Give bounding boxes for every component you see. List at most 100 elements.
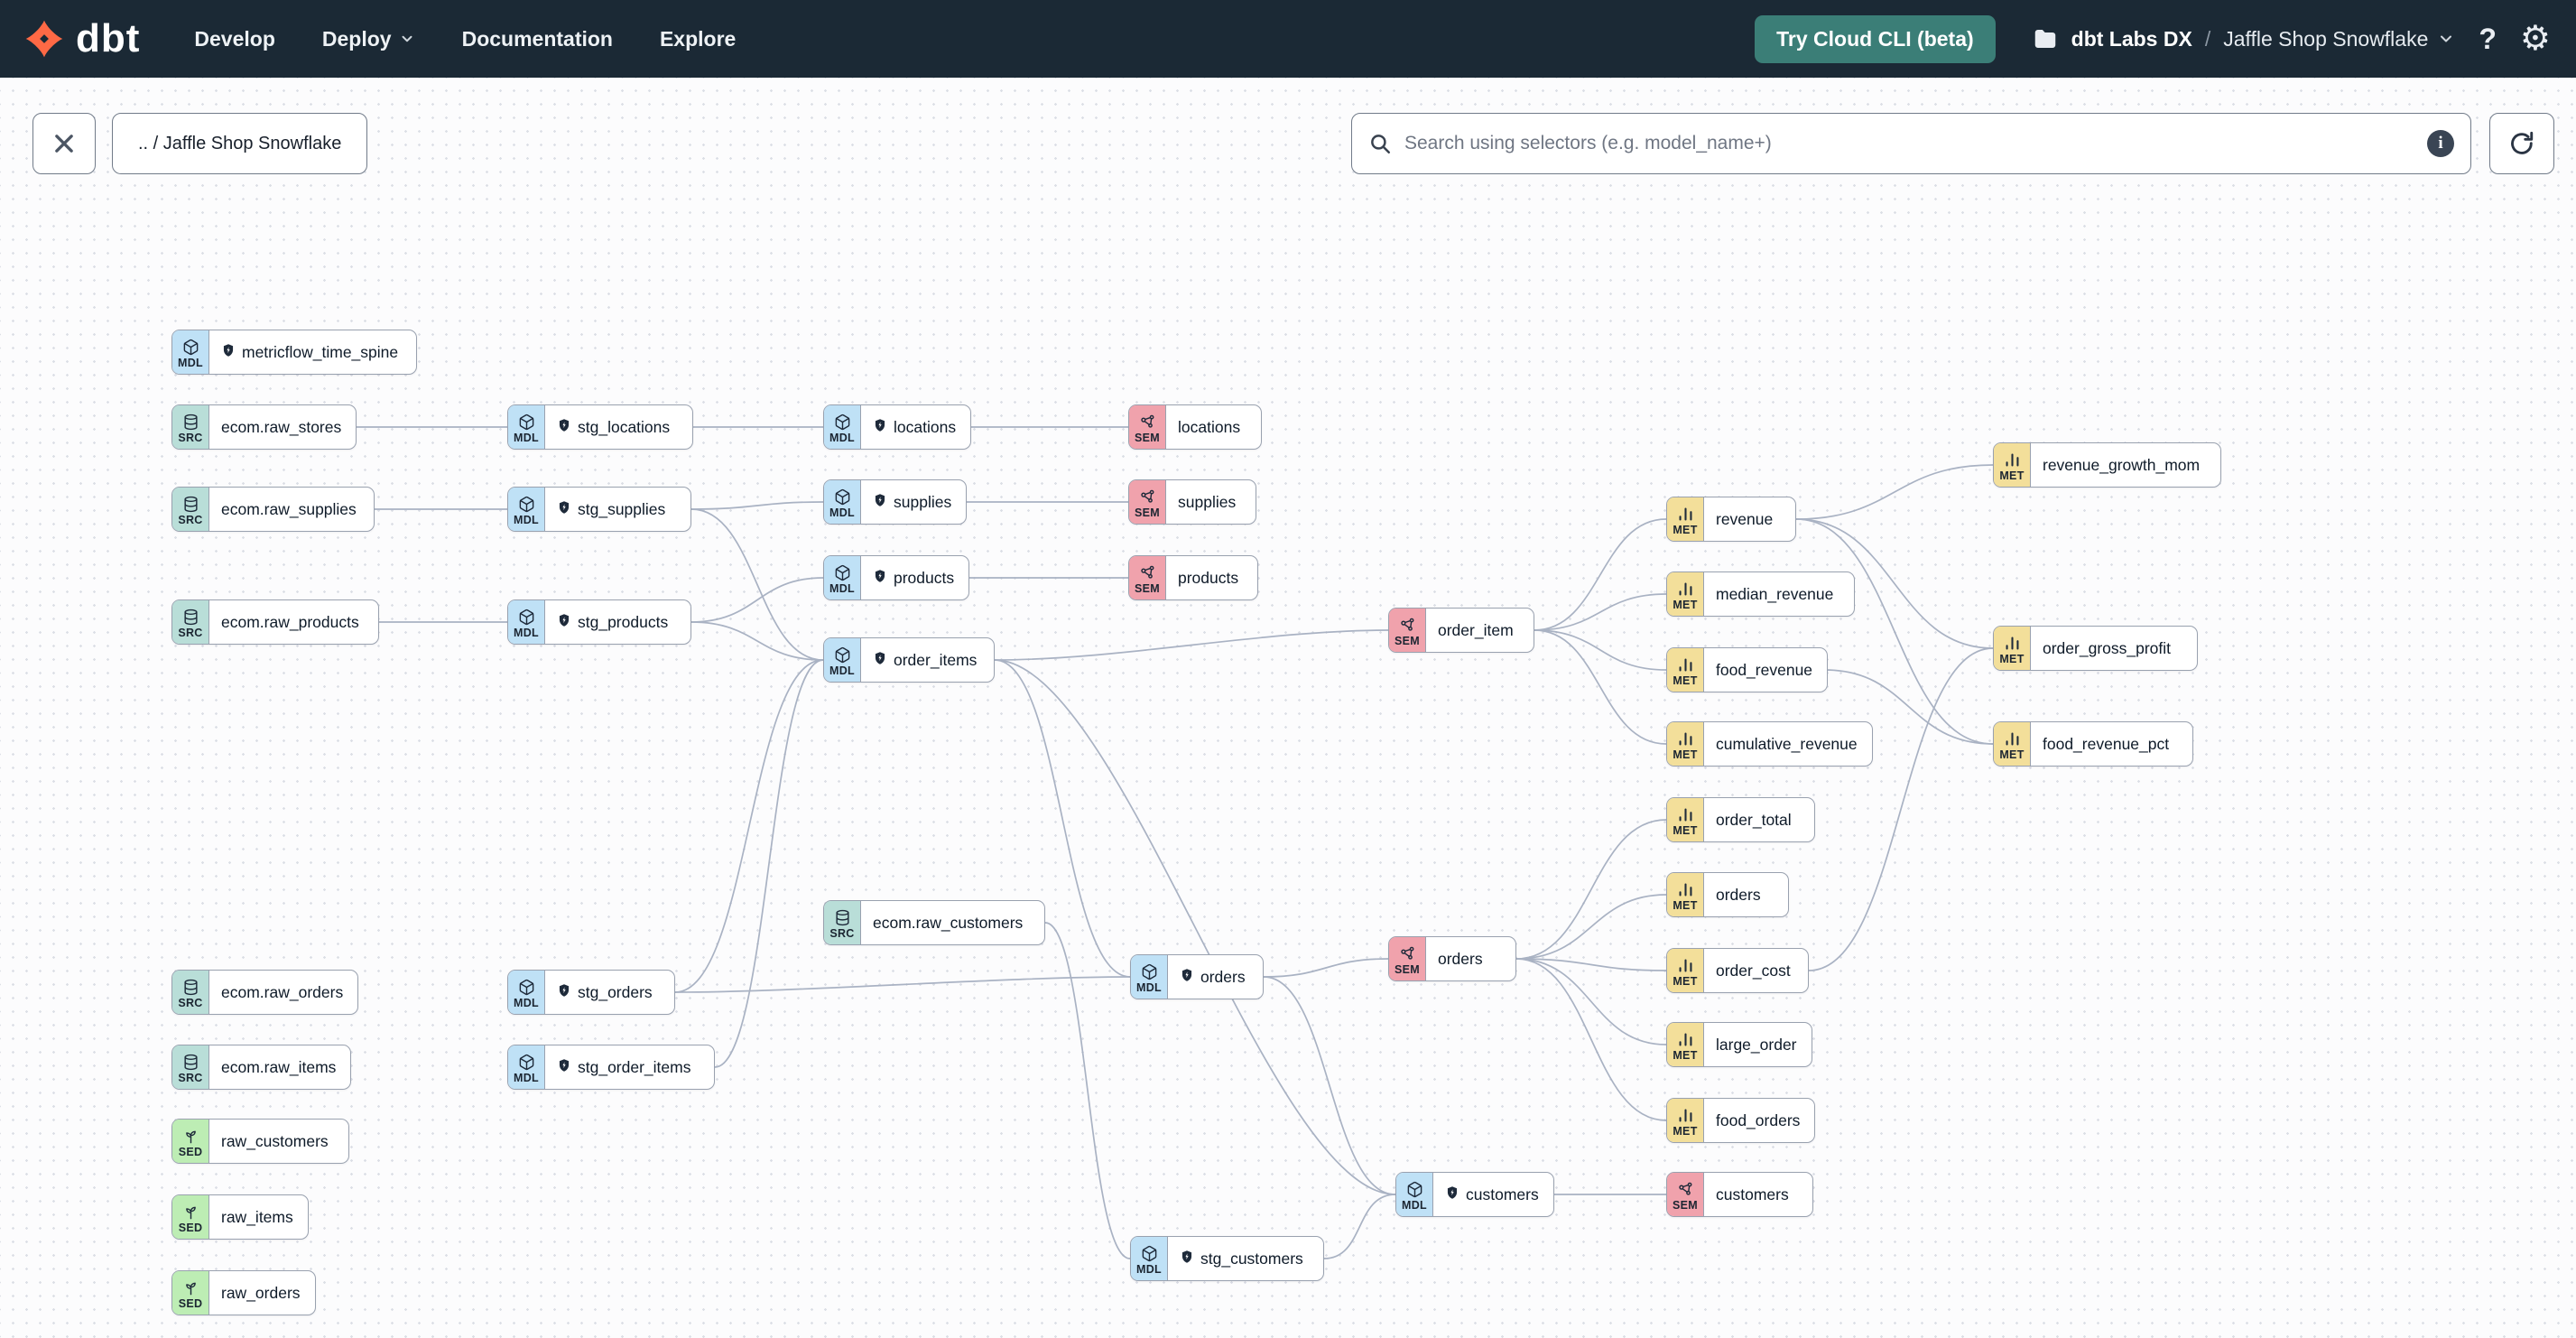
node-type-label: MET xyxy=(1999,748,2025,761)
metric-bars-icon xyxy=(2004,635,2021,652)
shield-icon xyxy=(557,613,571,632)
mdl-badge: MDL xyxy=(824,556,861,599)
edge-src_raw_customers-to-mdl_stg_customers xyxy=(1044,922,1131,1259)
nav-item-deploy[interactable]: Deploy xyxy=(322,27,415,51)
mdl-badge: MDL xyxy=(508,405,545,449)
src-badge: SRC xyxy=(172,405,209,449)
node-type-label: MDL xyxy=(1136,980,1162,994)
refresh-icon xyxy=(2511,131,2534,154)
edge-mdl_stg_order_items-to-mdl_order_items xyxy=(714,659,824,1068)
info-icon[interactable]: i xyxy=(2427,130,2454,157)
cube-icon xyxy=(1406,1181,1423,1198)
met-badge: MET xyxy=(1667,648,1704,692)
help-icon[interactable]: ? xyxy=(2479,23,2497,55)
selector-search: i xyxy=(1351,113,2471,174)
mdl-badge: MDL xyxy=(508,488,545,531)
sed-badge: SED xyxy=(172,1271,209,1315)
node-body: stg_locations xyxy=(545,405,684,449)
edge-mdl_order_items-to-sem_order_item xyxy=(994,629,1389,661)
edge-mdl_stg_supplies-to-mdl_supplies xyxy=(690,501,824,510)
account-project-switcher[interactable]: dbt Labs DX / Jaffle Shop Snowflake xyxy=(2032,25,2456,52)
node-type-label: MDL xyxy=(514,1071,539,1084)
edge-mdl_stg_products-to-mdl_order_items xyxy=(690,621,824,661)
edge-mdl_stg_supplies-to-mdl_order_items xyxy=(690,508,824,661)
close-lineage-button[interactable] xyxy=(32,113,96,174)
node-label: ecom.raw_supplies xyxy=(221,499,357,518)
cube-icon xyxy=(518,979,535,996)
try-cloud-cli-button[interactable]: Try Cloud CLI (beta) xyxy=(1755,14,1996,63)
node-body: supplies xyxy=(861,480,966,524)
navbar-right: Try Cloud CLI (beta) dbt Labs DX / Jaffl… xyxy=(1755,14,2551,63)
metric-bars-icon xyxy=(2004,451,2021,469)
dbt-logo-icon xyxy=(25,20,63,58)
database-icon xyxy=(182,496,199,513)
gear-icon[interactable]: ⚙ xyxy=(2519,20,2551,58)
refresh-button[interactable] xyxy=(2489,113,2554,174)
node-type-label: MDL xyxy=(829,506,855,519)
node-type-label: MDL xyxy=(514,626,539,639)
node-label: orders xyxy=(1716,885,1761,904)
nav-item-develop[interactable]: Develop xyxy=(194,26,275,51)
edge-met_revenue-to-met_revenue_growth_mom xyxy=(1795,464,1994,520)
mdl-badge: MDL xyxy=(824,638,861,682)
project-name[interactable]: Jaffle Shop Snowflake xyxy=(2223,27,2455,51)
lineage-canvas[interactable]: .. / Jaffle Shop Snowflake i MDLmetricfl… xyxy=(0,78,2576,1338)
edge-mdl_order_items-to-mdl_orders xyxy=(994,659,1131,978)
cube-icon xyxy=(834,646,851,664)
nav-item-documentation[interactable]: Documentation xyxy=(461,26,613,51)
sem-badge: SEM xyxy=(1129,556,1166,599)
node-label: customers xyxy=(1466,1185,1539,1203)
search-input[interactable] xyxy=(1404,133,2414,154)
edge-mdl_orders-to-mdl_customers xyxy=(1263,976,1396,1195)
nav-item-explore[interactable]: Explore xyxy=(659,26,737,51)
node-type-label: SEM xyxy=(1135,506,1160,519)
node-body: stg_supplies xyxy=(545,488,680,531)
node-type-label: MET xyxy=(1999,652,2025,665)
brand[interactable]: dbt xyxy=(25,19,140,59)
node-type-label: SEM xyxy=(1135,431,1160,444)
node-mdl_orders[interactable]: MDL orders xyxy=(1130,954,1264,999)
node-type-label: MET xyxy=(1673,523,1698,536)
node-mdl_supplies[interactable]: MDL supplies xyxy=(823,479,968,525)
node-body: orders xyxy=(1168,955,1260,999)
breadcrumb[interactable]: .. / Jaffle Shop Snowflake xyxy=(112,113,368,174)
